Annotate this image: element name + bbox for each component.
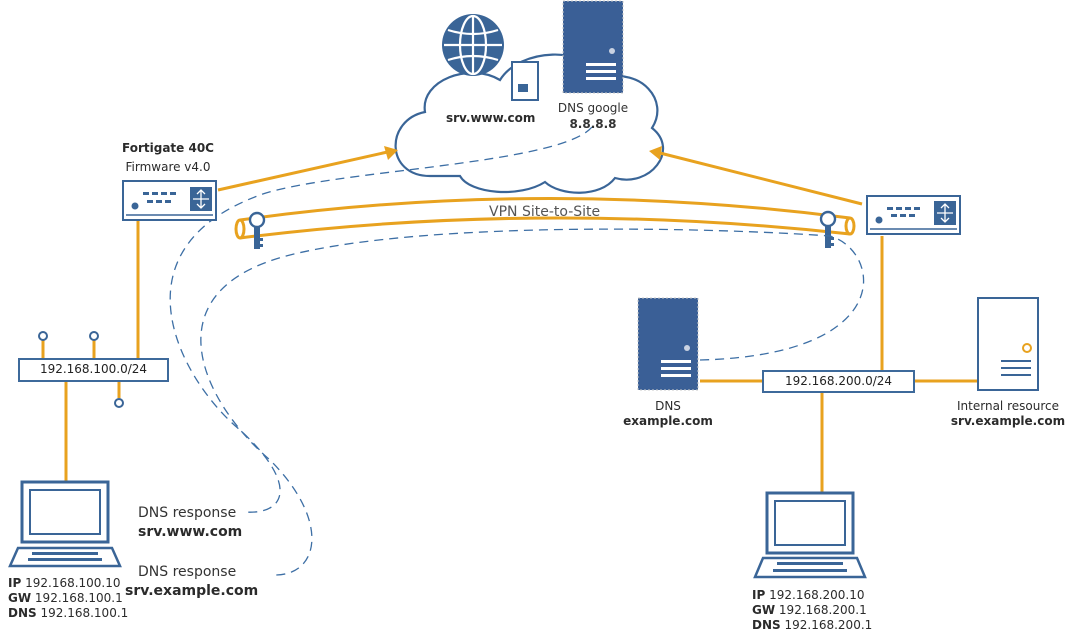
left-laptop-info: IP 192.168.100.10 GW 192.168.100.1 DNS 1… xyxy=(8,576,128,621)
server-icon xyxy=(637,297,699,391)
dns-response-2-host: srv.example.com xyxy=(125,583,259,599)
firewall-firmware: Firmware v4.0 xyxy=(125,160,211,174)
left-subnet-label: 192.168.100.0/24 xyxy=(39,362,148,376)
laptop-icon xyxy=(753,491,867,579)
dns-value: 192.168.100.1 xyxy=(40,606,129,620)
key-icon xyxy=(248,211,266,249)
firewall-icon xyxy=(122,180,217,221)
gw-value: 192.168.200.1 xyxy=(778,603,867,617)
web-server-icon xyxy=(511,61,539,101)
right-subnet-label: 192.168.200.0/24 xyxy=(784,374,893,388)
key-icon xyxy=(819,210,837,248)
arrowheads xyxy=(384,146,662,160)
dns-server-title: DNS xyxy=(655,399,681,413)
gw-key: GW xyxy=(752,603,776,617)
switch-icon: 192.168.200.0/24 xyxy=(762,370,915,393)
dns-path-www xyxy=(169,126,593,513)
left-uplink xyxy=(217,149,393,192)
gw-value: 192.168.100.1 xyxy=(34,591,123,605)
vpn-tunnel xyxy=(234,196,856,240)
ip-key: IP xyxy=(8,576,22,590)
tower-server-icon xyxy=(977,297,1039,391)
dns-response-1-title: DNS response xyxy=(138,505,237,521)
firewall-icon xyxy=(866,195,961,235)
gw-key: GW xyxy=(8,591,32,605)
dns-google-ip: 8.8.8.8 xyxy=(569,117,617,131)
links xyxy=(41,149,977,492)
cloud-server-label: srv.www.com xyxy=(446,111,536,125)
laptop-icon xyxy=(8,480,122,568)
server-icon xyxy=(562,0,624,94)
switch-icon: 192.168.100.0/24 xyxy=(18,358,169,382)
dns-key: DNS xyxy=(752,618,781,632)
dns-google-label: DNS google xyxy=(557,101,629,115)
dns-response-2-title: DNS response xyxy=(138,564,237,580)
dns-path-example xyxy=(200,228,865,576)
right-laptop-info: IP 192.168.200.10 GW 192.168.200.1 DNS 1… xyxy=(752,588,872,633)
globe-icon xyxy=(442,14,504,76)
vpn-label: VPN Site-to-Site xyxy=(489,204,601,220)
dns-server-domain: example.com xyxy=(623,414,713,428)
resource-domain: srv.example.com xyxy=(950,414,1065,428)
ip-value: 192.168.200.10 xyxy=(769,588,865,602)
dns-key: DNS xyxy=(8,606,37,620)
switch-ports xyxy=(38,331,124,408)
dns-paths xyxy=(169,126,865,576)
resource-title: Internal resource xyxy=(957,399,1059,413)
firewall-model: Fortigate 40C xyxy=(122,141,214,155)
right-uplink xyxy=(655,150,863,206)
ip-value: 192.168.100.10 xyxy=(25,576,121,590)
dns-response-1-host: srv.www.com xyxy=(138,524,243,540)
dns-value: 192.168.200.1 xyxy=(784,618,873,632)
ip-key: IP xyxy=(752,588,766,602)
